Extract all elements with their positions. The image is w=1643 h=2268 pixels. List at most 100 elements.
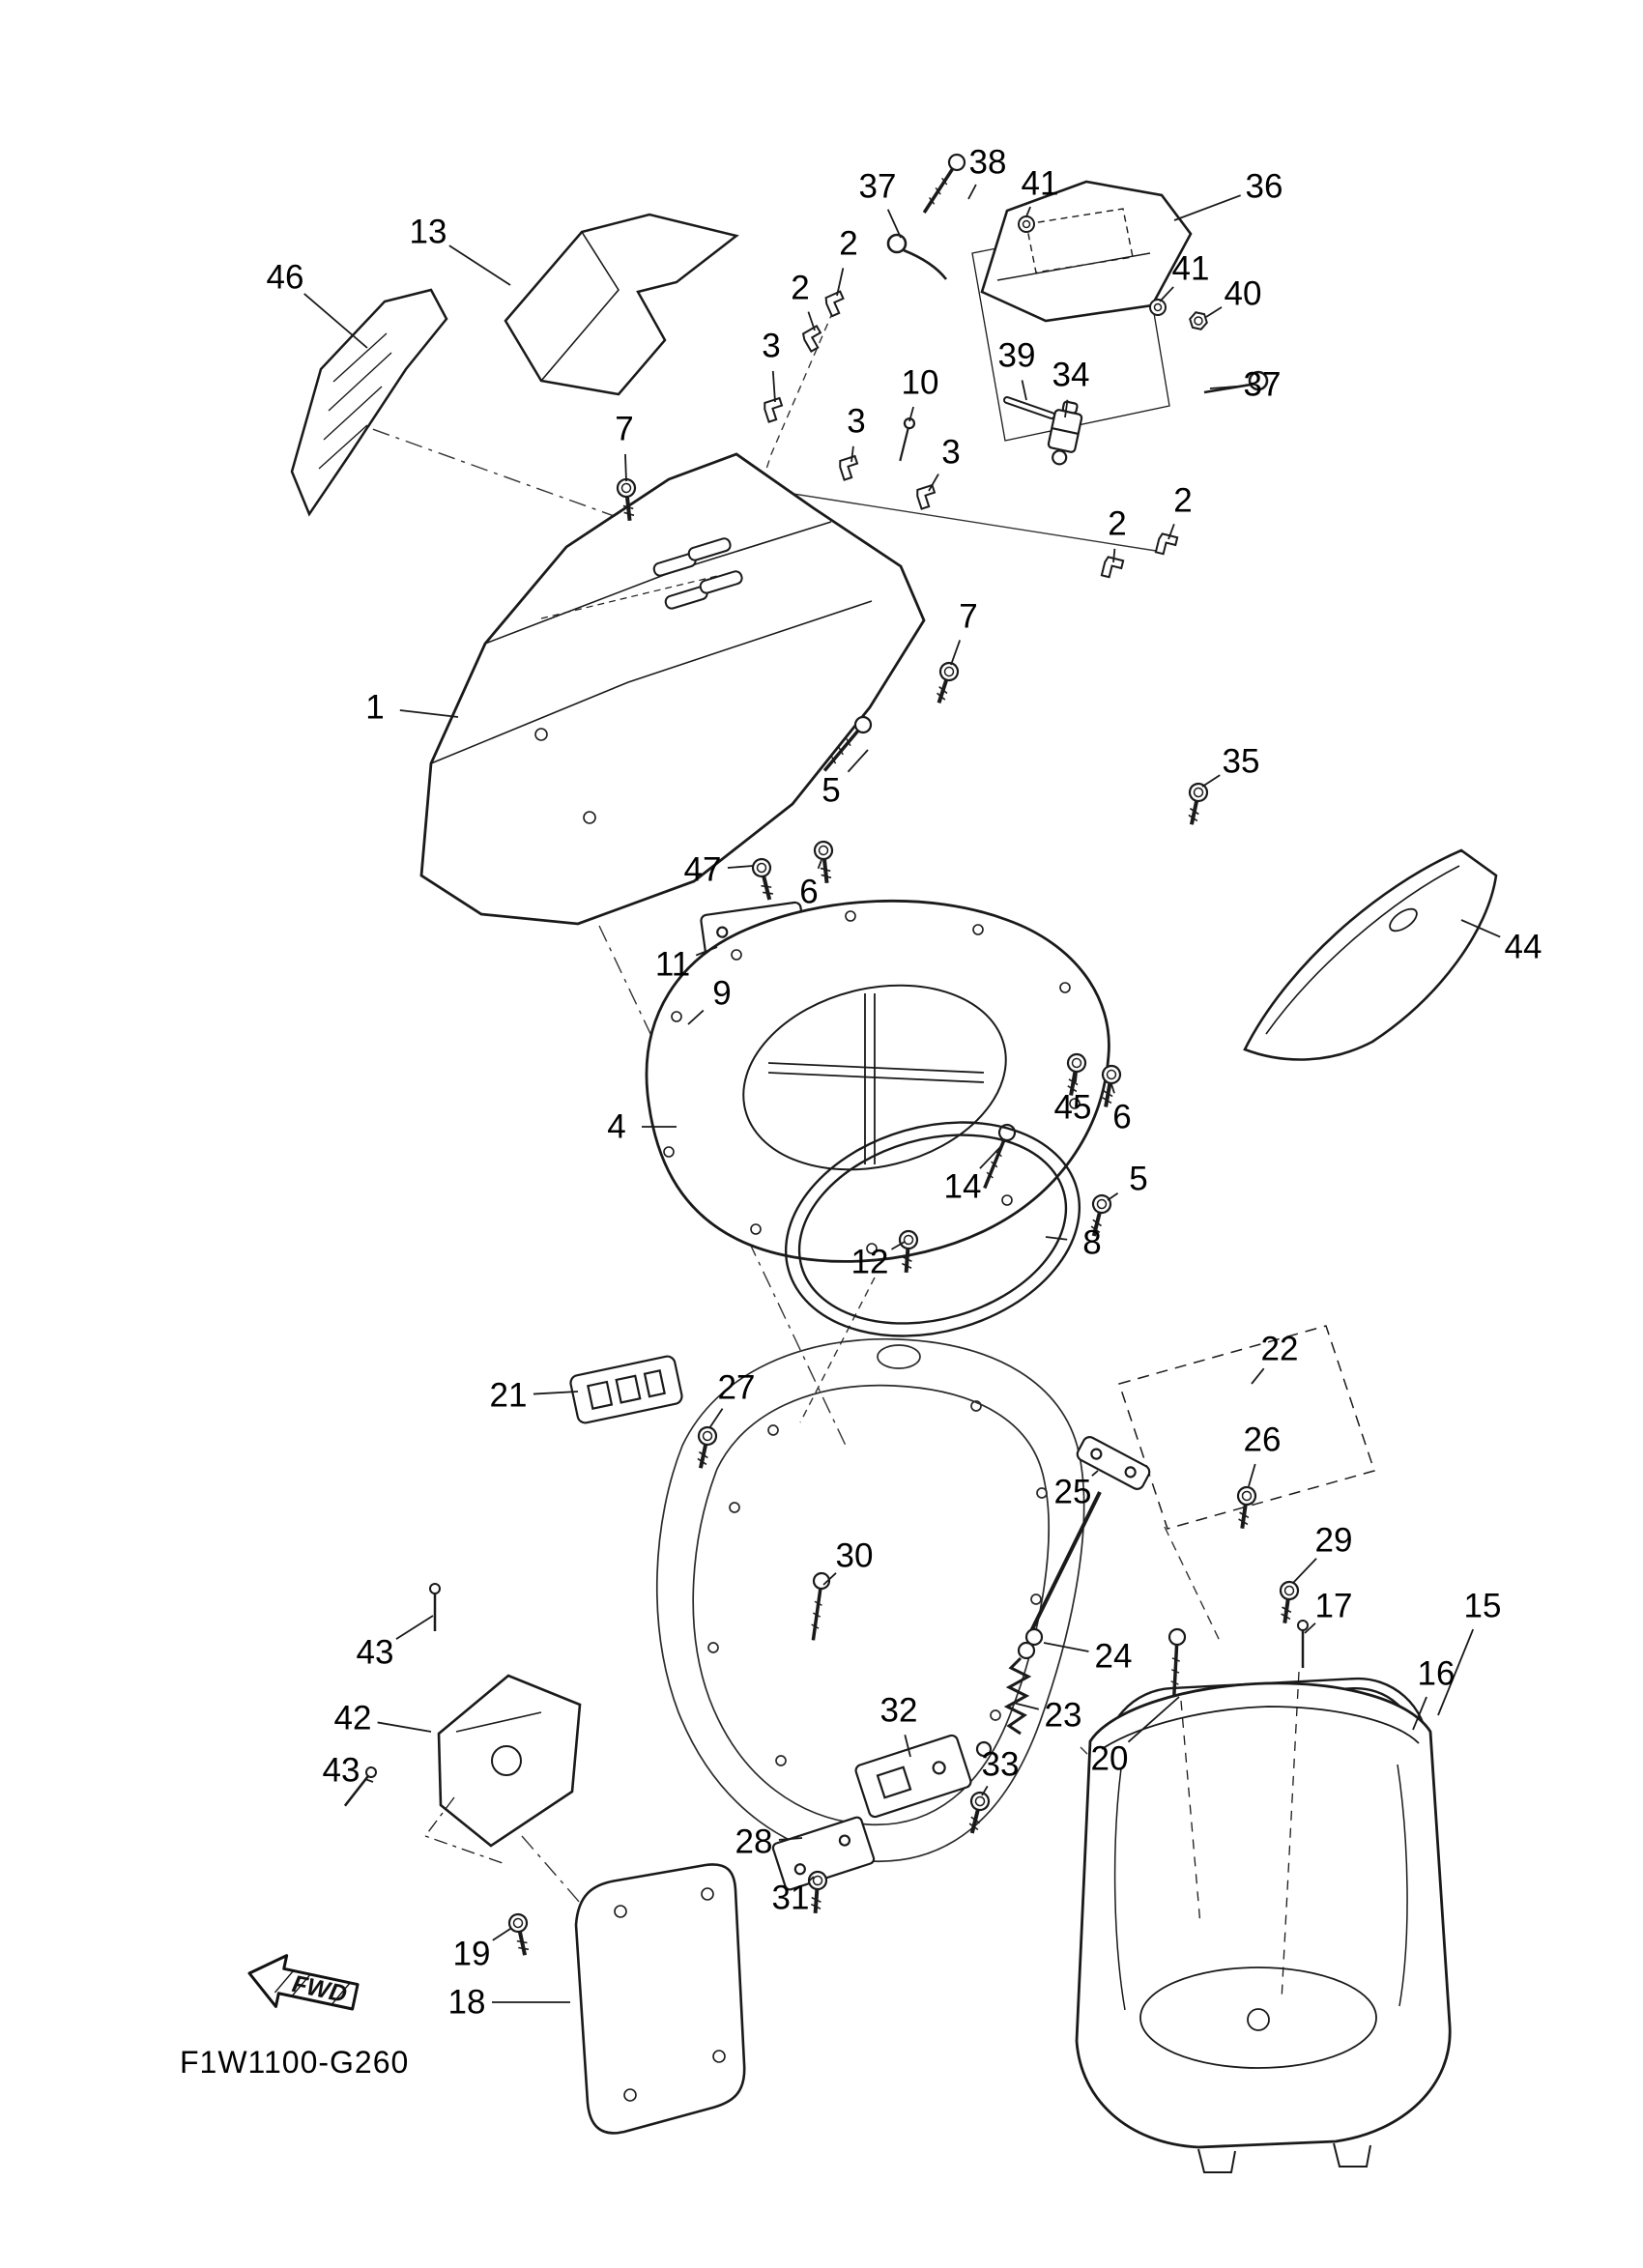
part-number-label[interactable]: 47 — [683, 850, 722, 889]
part-number-label[interactable]: 20 — [1090, 1739, 1129, 1778]
part-number-label[interactable]: 40 — [1224, 274, 1262, 313]
part-number-label[interactable]: 3 — [847, 402, 866, 441]
callout-leader-line — [950, 640, 962, 666]
part-number-label[interactable]: 43 — [322, 1751, 360, 1790]
part-number-label[interactable]: 44 — [1504, 928, 1542, 966]
callout-leader-line — [727, 865, 754, 869]
part-number-label[interactable]: 5 — [1129, 1160, 1148, 1198]
callout-leader-line — [1110, 1083, 1115, 1094]
part-number-label[interactable]: 7 — [959, 597, 978, 636]
part-hinge-bracket — [569, 1355, 683, 1424]
part-number-label[interactable]: 31 — [771, 1879, 810, 1917]
part-number-label[interactable]: 2 — [1173, 481, 1193, 520]
part-number-label[interactable]: 37 — [858, 167, 897, 206]
callout-leader-line — [1107, 1191, 1119, 1201]
part-number-label[interactable]: 4 — [607, 1107, 626, 1146]
part-number-label[interactable]: 36 — [1245, 167, 1283, 206]
part-number-label[interactable]: 32 — [879, 1691, 918, 1730]
callout-leader-line — [1159, 286, 1174, 302]
callout-leader-line — [1292, 1558, 1317, 1584]
part-number-label[interactable]: 21 — [489, 1376, 528, 1415]
part-number-label[interactable]: 7 — [615, 410, 634, 448]
callout-leader-line — [886, 209, 902, 239]
part-number-label[interactable]: 46 — [266, 258, 304, 297]
part-lower-brackets — [771, 1734, 993, 1916]
callout-leader-line — [1173, 194, 1241, 221]
part-hood-latch-hardware — [886, 150, 1269, 466]
part-number-label[interactable]: 29 — [1314, 1521, 1353, 1560]
callout-leader-line — [1127, 1696, 1180, 1743]
callout-leader-line — [687, 1009, 705, 1025]
part-number-label[interactable]: 38 — [968, 143, 1007, 182]
callout-leader-line — [364, 1778, 374, 1783]
part-number-label[interactable]: 18 — [447, 1983, 486, 2022]
part-number-label[interactable]: 41 — [1171, 249, 1210, 288]
callout-leader-line — [1025, 206, 1031, 217]
part-number-label[interactable]: 3 — [762, 327, 781, 365]
callout-leader-line — [708, 1408, 724, 1429]
part-number-label[interactable]: 27 — [717, 1368, 756, 1407]
part-number-label[interactable]: 22 — [1260, 1330, 1299, 1368]
part-number-label[interactable]: 33 — [981, 1745, 1020, 1784]
part-number-label[interactable]: 39 — [997, 336, 1036, 375]
part-number-label[interactable]: 41 — [1021, 164, 1059, 203]
part-number-label[interactable]: 10 — [901, 363, 939, 402]
callout-leader-line — [967, 184, 977, 200]
callout-leader-line — [1412, 1696, 1427, 1731]
part-number-label[interactable]: 8 — [1082, 1223, 1102, 1262]
callout-leader-line — [1043, 1642, 1089, 1652]
part-number-label[interactable]: 45 — [1053, 1088, 1092, 1127]
part-number-label[interactable]: 1 — [365, 688, 385, 727]
part-number-label[interactable]: 14 — [943, 1167, 982, 1206]
part-number-label[interactable]: 25 — [1053, 1473, 1092, 1511]
callout-leader-line — [908, 406, 914, 422]
part-number-label[interactable]: 2 — [791, 269, 810, 307]
part-number-label[interactable]: 3 — [941, 433, 961, 472]
callout-leader-line — [771, 370, 776, 403]
part-number-label[interactable]: 16 — [1417, 1654, 1456, 1693]
part-number-label[interactable]: 30 — [835, 1536, 874, 1575]
part-number-label[interactable]: 43 — [356, 1633, 394, 1672]
part-seal-gasket — [784, 1121, 1081, 1337]
part-number-label[interactable]: 37 — [1243, 365, 1282, 404]
part-front-shield — [339, 1582, 582, 1864]
part-number-label[interactable]: 15 — [1463, 1587, 1502, 1625]
callout-leader-line — [1205, 306, 1223, 318]
callout-leader-line — [847, 749, 869, 773]
callout-leader-line — [817, 859, 822, 870]
part-bucket-fasteners — [1165, 1619, 1310, 2001]
callout-leader-line — [822, 1572, 837, 1586]
part-number-label[interactable]: 19 — [452, 1935, 491, 1973]
part-number-label[interactable]: 26 — [1243, 1421, 1282, 1459]
part-number-label[interactable]: 28 — [735, 1823, 773, 1861]
callout-leader-line — [1460, 919, 1501, 938]
part-number-label[interactable]: 11 — [654, 945, 691, 984]
part-storage-bucket — [1075, 1681, 1452, 2173]
part-number-label[interactable]: 9 — [712, 974, 732, 1013]
part-number-label[interactable]: 2 — [1108, 504, 1127, 543]
part-number-label[interactable]: 2 — [839, 224, 858, 263]
callout-leader-line — [981, 1785, 989, 1796]
part-left-trim — [290, 288, 448, 517]
part-number-label[interactable]: 23 — [1044, 1696, 1082, 1735]
part-number-label[interactable]: 5 — [822, 771, 841, 810]
callout-leader-line — [836, 268, 845, 297]
callout-leader-line — [1437, 1628, 1475, 1716]
part-number-label[interactable]: 35 — [1222, 742, 1260, 781]
callout-leader-line — [1248, 1463, 1256, 1487]
part-number-label[interactable]: 6 — [1112, 1098, 1132, 1136]
callout-leader-line — [1112, 548, 1116, 563]
part-number-label[interactable]: 42 — [333, 1699, 372, 1737]
part-number-label[interactable]: 12 — [850, 1243, 889, 1281]
part-number-label[interactable]: 6 — [799, 873, 819, 911]
part-side-trim-right — [1243, 848, 1498, 1061]
part-number-label[interactable]: 13 — [409, 213, 447, 251]
part-number-label[interactable]: 17 — [1314, 1587, 1353, 1625]
part-number-label[interactable]: 24 — [1094, 1637, 1133, 1676]
callout-leader-line — [778, 1837, 803, 1841]
callout-leader-line — [979, 1145, 1002, 1169]
part-number-label[interactable]: 34 — [1052, 356, 1090, 394]
part-gas-spring — [975, 1436, 1151, 1758]
